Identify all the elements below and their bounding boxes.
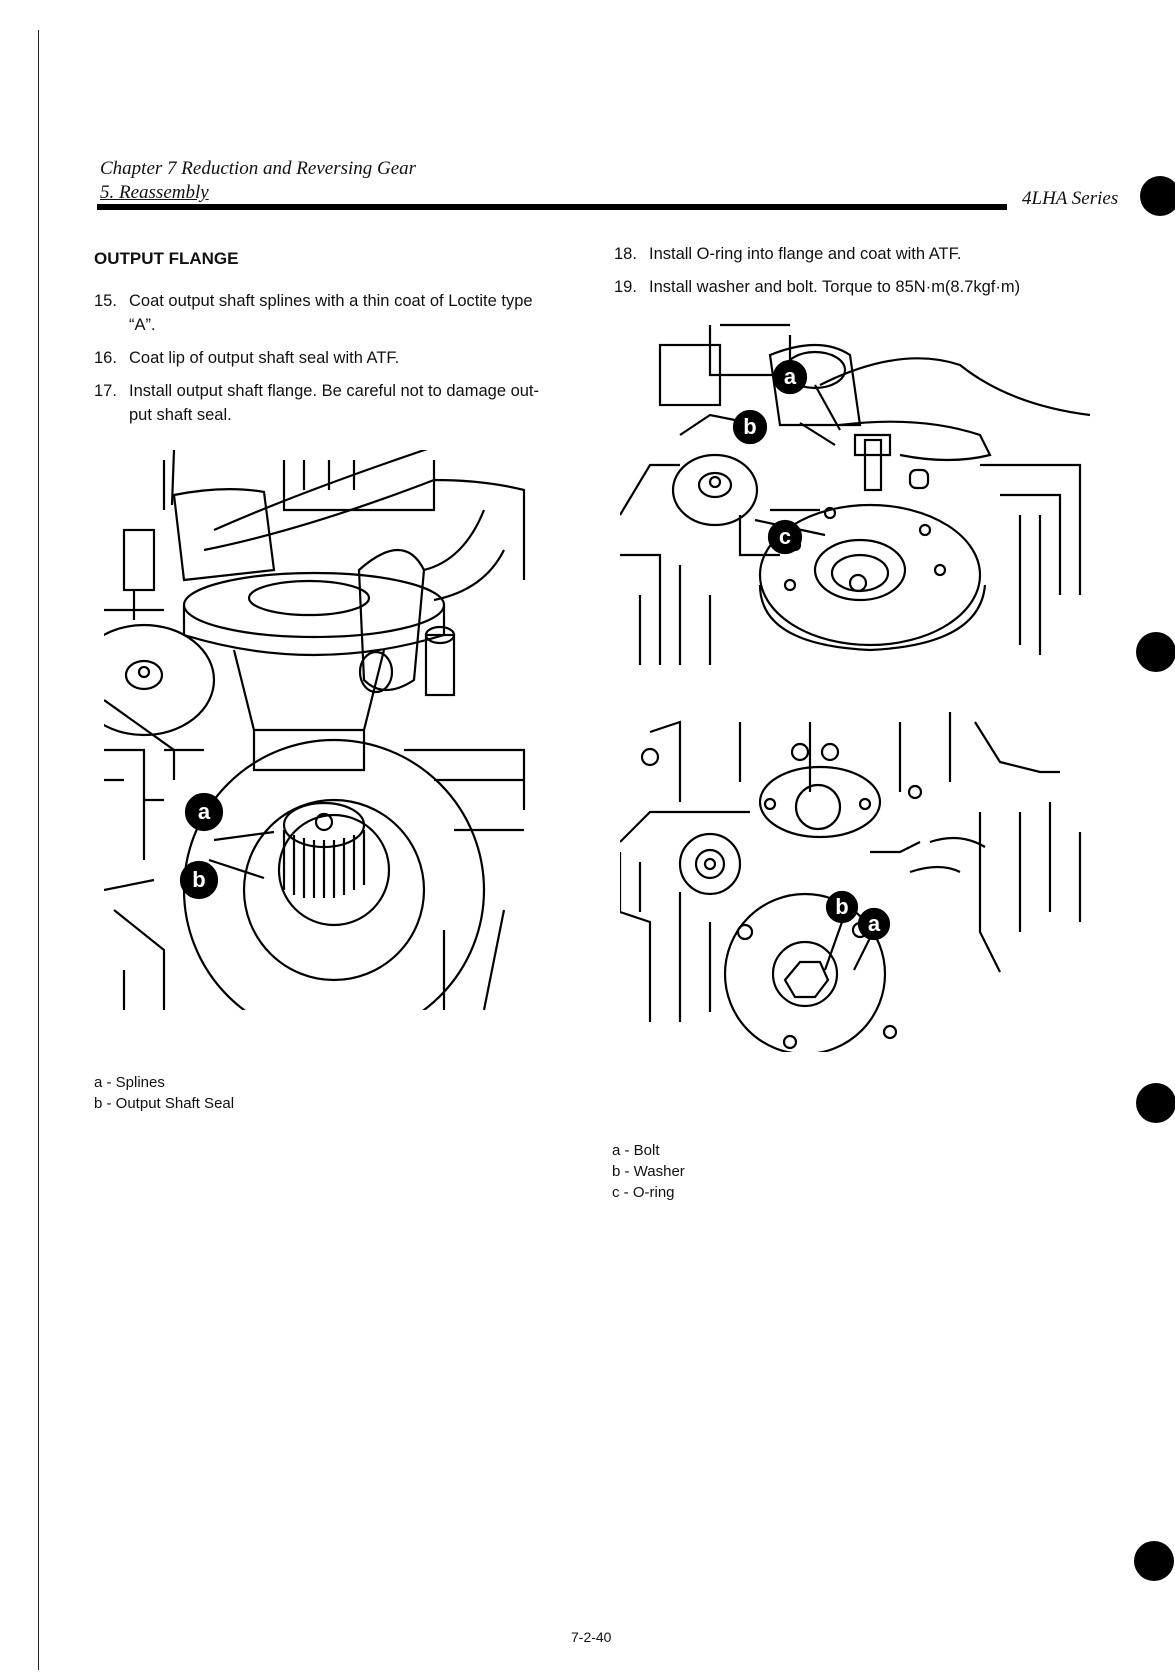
step-number: 18.: [614, 245, 637, 263]
step-15: 15. Coat output shaft splines with a thi…: [94, 289, 594, 339]
chapter-title: Chapter 7 Reduction and Reversing Gear: [100, 158, 417, 179]
punch-hole: [1134, 1541, 1174, 1581]
callout-a-circle: [857, 907, 891, 941]
callout-a-label: a: [198, 799, 211, 824]
step-text: Install output shaft flange. Be careful …: [129, 379, 539, 427]
step-19: 19. Install washer and bolt. Torque to 8…: [614, 275, 1134, 301]
legend-item: a - Splines: [94, 1074, 165, 1091]
step-number: 19.: [614, 278, 637, 296]
left-legend: a - Splines b - Output Shaft Seal: [94, 1072, 234, 1114]
callout-a-circle: [772, 359, 808, 395]
callout-b: b: [179, 860, 219, 900]
legend-item: b - Washer: [612, 1163, 685, 1180]
callout-c: c: [767, 519, 803, 555]
bolt-washer-oring-illustration: a b c: [620, 323, 1090, 665]
callout-a-label: a: [784, 364, 797, 389]
step-text: Coat lip of output shaft seal with ATF.: [129, 349, 400, 367]
installed-flange-illustration: b a: [620, 712, 1082, 1052]
page-number: 7-2-40: [571, 1629, 612, 1645]
step-text-line: Install output shaft flange. Be careful …: [129, 382, 540, 400]
callout-a: a: [772, 359, 808, 395]
legend-item: c - O-ring: [612, 1184, 675, 1201]
callout-c-label: c: [779, 524, 791, 549]
step-text: Install O-ring into flange and coat with…: [649, 245, 962, 263]
punch-hole: [1136, 632, 1175, 672]
punch-hole: [1136, 1083, 1175, 1123]
step-text: Install washer and bolt. Torque to 85N·m…: [649, 278, 1021, 296]
step-17: 17. Install output shaft flange. Be care…: [94, 379, 594, 429]
step-number: 17.: [94, 382, 117, 400]
step-text-line: put shaft seal.: [129, 406, 232, 424]
callout-a-label: a: [868, 911, 881, 936]
step-text-line: “A”.: [129, 316, 156, 334]
callout-b-circle: [825, 890, 859, 924]
step-16: 16. Coat lip of output shaft seal with A…: [94, 346, 594, 372]
step-number: 16.: [94, 349, 117, 367]
step-18: 18. Install O-ring into flange and coat …: [614, 242, 1134, 268]
step-number: 15.: [94, 292, 117, 310]
callout-a-circle: [184, 792, 224, 832]
callout-b: b: [825, 890, 859, 924]
section-title: 5. Reassembly: [100, 182, 209, 203]
right-legend: a - Bolt b - Washer c - O-ring: [612, 1140, 685, 1203]
step-text-line: Coat output shaft splines with a thin co…: [129, 292, 533, 310]
header-rule: [97, 204, 1007, 210]
series-label: 4LHA Series: [1022, 188, 1119, 209]
callout-b-label: b: [743, 414, 756, 439]
callout-b-circle: [179, 860, 219, 900]
legend-item: b - Output Shaft Seal: [94, 1095, 235, 1112]
callout-b: b: [732, 409, 768, 445]
callout-c-circle: [767, 519, 803, 555]
output-flange-illustration: a b: [104, 450, 526, 1010]
callout-a: a: [184, 792, 224, 832]
step-text: Coat output shaft splines with a thin co…: [129, 289, 533, 337]
callout-b-label: b: [835, 894, 848, 919]
callout-a: a: [857, 907, 891, 941]
binding-margin-line: [38, 30, 39, 1670]
callout-b-circle: [732, 409, 768, 445]
legend-item: a - Bolt: [612, 1142, 660, 1159]
punch-hole: [1140, 176, 1175, 216]
section-heading: OUTPUT FLANGE: [94, 249, 239, 268]
callout-b-label: b: [192, 867, 205, 892]
